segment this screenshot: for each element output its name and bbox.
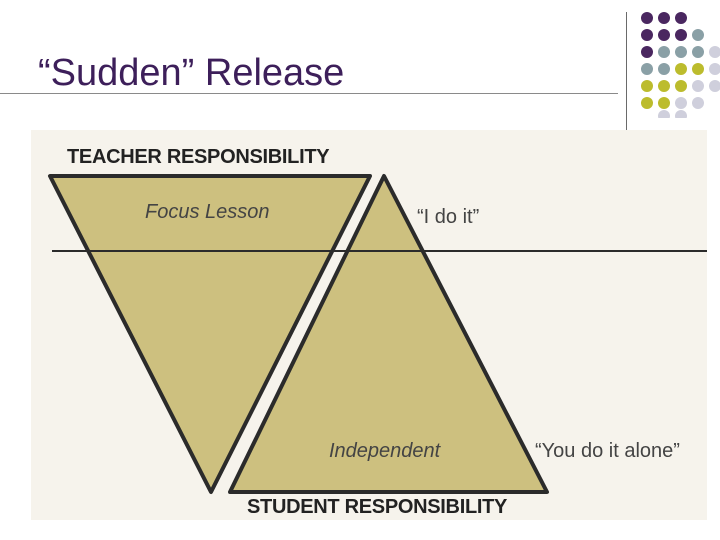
- teacher-responsibility-label: TEACHER RESPONSIBILITY: [67, 146, 329, 169]
- focus-lesson-label: Focus Lesson: [145, 201, 270, 224]
- you-do-it-alone-label: “You do it alone”: [535, 440, 680, 463]
- independent-label: Independent: [329, 440, 440, 463]
- student-responsibility-label: STUDENT RESPONSIBILITY: [247, 496, 507, 519]
- i-do-it-label: “I do it”: [417, 206, 479, 229]
